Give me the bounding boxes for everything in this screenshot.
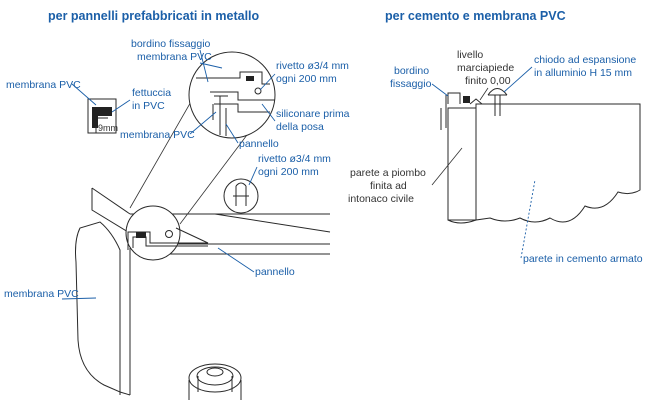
label-membrana-top: membrana PVC [137, 51, 212, 63]
label-bordino-right-b: fissaggio [390, 78, 432, 90]
rivet-detail [223, 178, 259, 214]
coping-back [91, 188, 129, 250]
label-livello-c: finito 0,00 [465, 75, 511, 87]
label-parete-cemento: parete in cemento armato [523, 253, 643, 265]
rivet-icon [165, 230, 173, 238]
drain-fitting [188, 363, 242, 400]
label-rivetto-2b: ogni 200 mm [258, 166, 319, 178]
label-livello-a: livello [457, 49, 483, 61]
label-bordino-fissaggio: bordino fissaggio [131, 38, 211, 50]
label-rivetto-2a: rivetto ø3/4 mm [258, 153, 331, 165]
concrete-section [440, 88, 641, 224]
label-pannello-detail: pannello [239, 138, 279, 150]
label-siliconare-b: della posa [276, 121, 324, 133]
label-fettuccia-a: fettuccia [132, 87, 171, 99]
label-membrana-mid: membrana PVC [120, 129, 195, 141]
fettuccia-detail [87, 98, 117, 134]
membrane-panel-left [75, 221, 121, 393]
label-parete-piombo-c: intonaco civile [348, 193, 414, 205]
label-fettuccia-b: in PVC [132, 100, 165, 112]
label-membrana-detail: membrana PVC [6, 79, 81, 91]
label-livello-b: marciapiede [457, 62, 514, 74]
left-heading: per pannelli prefabbricati in metallo [48, 9, 260, 23]
label-bordino-right-a: bordino [394, 65, 429, 77]
pool-wall-illustration [75, 187, 331, 400]
label-dimension: 9mm [98, 123, 118, 133]
label-rivetto-1b: ogni 200 mm [276, 73, 337, 85]
label-parete-piombo-a: parete a piombo [350, 167, 426, 179]
label-siliconare-a: siliconare prima [276, 108, 350, 120]
right-heading: per cemento e membrana PVC [385, 9, 566, 23]
label-chiodo-a: chiodo ad espansione [534, 54, 636, 66]
label-parete-piombo-b: finita ad [370, 180, 407, 192]
label-rivetto-1a: rivetto ø3/4 mm [276, 60, 349, 72]
label-membrana-main: membrana PVC [4, 288, 79, 300]
label-chiodo-b: in alluminio H 15 mm [534, 67, 632, 79]
detail-circle [188, 51, 276, 139]
label-pannello-main: pannello [255, 266, 295, 278]
